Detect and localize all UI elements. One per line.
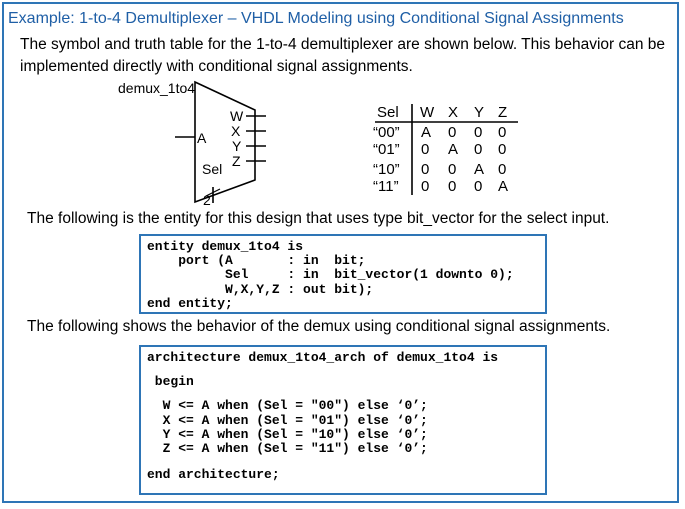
input-a-label: A bbox=[197, 130, 207, 146]
code-line: architecture demux_1to4_arch of demux_1t… bbox=[147, 350, 499, 365]
tt-header-y: Y bbox=[474, 104, 484, 121]
tt-cell: 0 bbox=[498, 124, 506, 141]
tt-cell: 0 bbox=[448, 178, 456, 195]
tt-cell: 0 bbox=[421, 161, 429, 178]
tt-cell: 0 bbox=[421, 141, 429, 158]
tt-cell: A bbox=[474, 161, 484, 178]
code-line: end architecture; bbox=[147, 467, 280, 483]
code-line: Z <= A when (Sel = "11") else ‘0’; bbox=[147, 440, 428, 456]
code-line: W,X,Y,Z : out bit); bbox=[147, 281, 374, 297]
intro-paragraph: The symbol and truth table for the 1-to-… bbox=[20, 36, 666, 75]
tt-header-w: W bbox=[420, 104, 435, 121]
tt-cell: “11” bbox=[373, 178, 399, 195]
output-z-label: Z bbox=[232, 153, 241, 169]
demux-body bbox=[194, 80, 256, 204]
tt-cell: 0 bbox=[474, 178, 482, 195]
tt-header-z: Z bbox=[498, 104, 507, 121]
bus-width-label: 2 bbox=[203, 192, 211, 208]
tt-cell: A bbox=[421, 124, 431, 141]
architecture-caption: The following shows the behavior of the … bbox=[27, 318, 611, 335]
tt-cell: A bbox=[498, 178, 508, 195]
code-line: entity demux_1to4 is bbox=[147, 239, 304, 254]
entity-caption: The following is the entity for this des… bbox=[27, 210, 610, 227]
code-line: port (A : in bit; bbox=[147, 253, 366, 269]
tt-cell: 0 bbox=[498, 141, 506, 158]
tt-header-sel: Sel bbox=[377, 104, 399, 121]
select-label: Sel bbox=[202, 161, 222, 177]
output-x-label: X bbox=[231, 123, 241, 139]
symbol-name: demux_1to4 bbox=[118, 80, 195, 96]
bus-slash bbox=[205, 188, 221, 197]
tt-cell: 0 bbox=[421, 178, 429, 195]
tt-cell: 0 bbox=[474, 124, 482, 141]
truth-table: Sel W X Y Z “00” A 0 0 0 “01” 0 A 0 0 “1… bbox=[373, 104, 518, 195]
output-w-label: W bbox=[230, 108, 244, 124]
tt-cell: 0 bbox=[498, 161, 506, 178]
output-y-label: Y bbox=[232, 138, 242, 154]
tt-cell: A bbox=[448, 141, 458, 158]
tt-cell: 0 bbox=[448, 161, 456, 178]
code-line: Sel : in bit_vector(1 downto 0); bbox=[147, 267, 514, 283]
code-line: end entity; bbox=[147, 295, 233, 311]
tt-cell: “00” bbox=[373, 124, 400, 141]
tt-cell: 0 bbox=[448, 124, 456, 141]
code-line: begin bbox=[147, 374, 194, 390]
architecture-code-box: architecture demux_1to4_arch of demux_1t… bbox=[139, 345, 547, 495]
tt-cell: 0 bbox=[474, 141, 482, 158]
tt-cell: “10” bbox=[373, 161, 400, 178]
tt-header-x: X bbox=[448, 104, 458, 121]
tt-cell: “01” bbox=[373, 141, 400, 158]
code-line: Y <= A when (Sel = "10") else ‘0’; bbox=[147, 426, 428, 442]
code-line: W <= A when (Sel = "00") else ‘0’; bbox=[147, 398, 428, 414]
code-line: X <= A when (Sel = "01") else ‘0’; bbox=[147, 412, 428, 428]
slide-title: Example: 1-to-4 Demultiplexer – VHDL Mod… bbox=[8, 10, 624, 27]
entity-code-box: entity demux_1to4 is port (A : in bit; S… bbox=[139, 234, 547, 314]
